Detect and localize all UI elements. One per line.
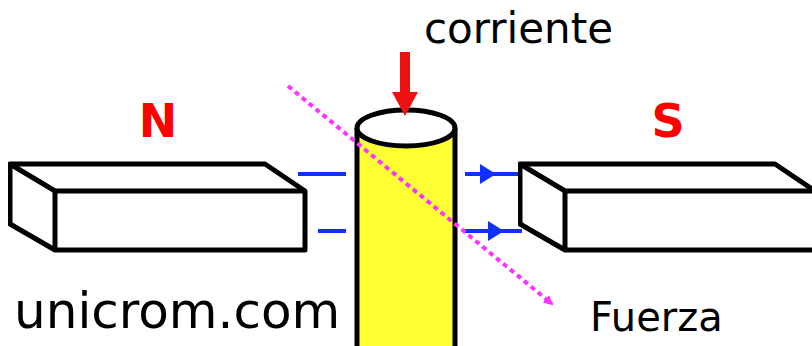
- field-line: [318, 229, 346, 233]
- conductor-top: [357, 110, 455, 146]
- pole-label: N: [8, 98, 308, 144]
- field-arrowhead: [488, 221, 504, 241]
- current-arrow: [400, 52, 410, 94]
- watermark: unicrom.com: [14, 286, 340, 336]
- conductor-cylinder: [357, 128, 455, 346]
- current-label: corriente: [424, 8, 613, 50]
- force-label: Fuerza: [590, 297, 723, 337]
- field-line: [298, 172, 346, 176]
- field-arrowhead: [480, 164, 496, 184]
- force-arrow: [288, 86, 552, 304]
- magnet: N: [8, 92, 308, 254]
- magnet: S: [518, 92, 812, 254]
- pole-label: S: [518, 98, 812, 144]
- current-arrowhead: [392, 92, 418, 116]
